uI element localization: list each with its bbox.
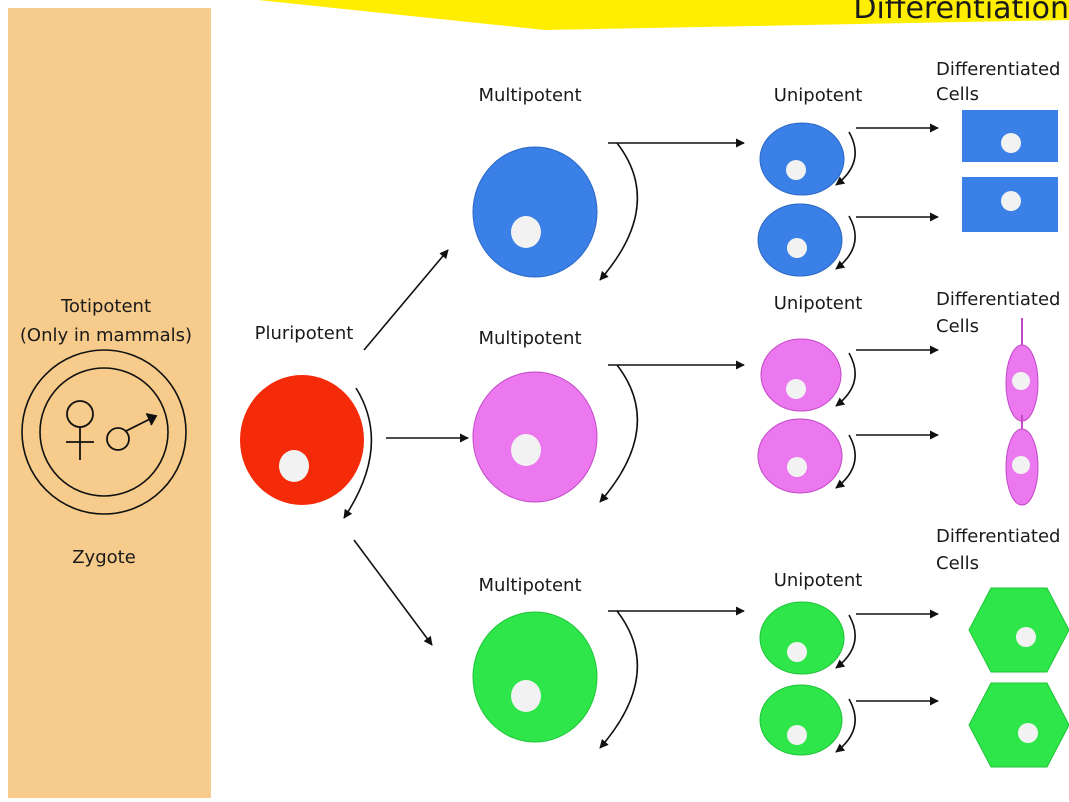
- pluripotent-nucleus: [279, 450, 309, 482]
- unipotent-cell: [760, 338, 842, 412]
- zygote-label: Zygote: [72, 547, 136, 568]
- unipotent-self-renewal-arrow: [835, 698, 856, 753]
- multipotent-nucleus: [511, 216, 541, 248]
- male-pronucleus-icon: [106, 413, 158, 451]
- totipotent-note: (Only in mammals): [20, 325, 192, 346]
- differentiated-label-line2: Cells: [936, 316, 979, 337]
- differentiated-label-line1: Differentiated: [936, 526, 1060, 547]
- differentiated-label-line2: Cells: [936, 84, 979, 105]
- lineage-green: Multipotent Unipotent Differentiated Cel…: [472, 526, 1069, 768]
- unipotent-self-renewal-arrow: [835, 614, 856, 669]
- differentiated-cell: [962, 110, 1058, 162]
- unipotent-self-renewal-arrow: [835, 131, 856, 186]
- pluripotent-cell-body: [240, 375, 364, 505]
- unipotent-cell: [759, 122, 845, 196]
- lineage-blue: Multipotent Unipotent Differentiated Cel…: [472, 59, 1060, 281]
- pluripotent-cell: [240, 375, 364, 505]
- unipotent-cell: [757, 203, 843, 277]
- differentiated-label-line1: Differentiated: [936, 59, 1060, 80]
- multipotent-nucleus: [511, 434, 541, 466]
- lineage-pink: Multipotent Unipotent Differentiated Cel…: [472, 289, 1060, 506]
- multipotent-label: Multipotent: [478, 328, 581, 349]
- totipotent-panel: [8, 8, 211, 798]
- pluripotent-self-renewal-arrow: [343, 387, 373, 519]
- differentiated-cell: [968, 587, 1069, 673]
- multipotent-self-renewal-arrow: [599, 142, 639, 281]
- unipotent-cell: [757, 418, 843, 494]
- differentiated-label-line1: Differentiated: [936, 289, 1060, 310]
- multipotent-cell: [472, 371, 598, 503]
- arrow-pluripotent-to-multipotent-blue: [363, 249, 449, 351]
- totipotent-label: Totipotent: [60, 296, 151, 317]
- title-banner: [258, 0, 1069, 30]
- differentiated-label-line2: Cells: [936, 553, 979, 574]
- unipotent-self-renewal-arrow: [835, 434, 856, 489]
- unipotent-label: Unipotent: [774, 293, 863, 314]
- multipotent-self-renewal-arrow: [599, 364, 639, 503]
- differentiated-cell: [968, 682, 1069, 768]
- differentiated-cell: [962, 177, 1058, 232]
- pluripotent-label: Pluripotent: [255, 323, 354, 344]
- unipotent-self-renewal-arrow: [835, 352, 856, 407]
- multipotent-nucleus: [511, 680, 541, 712]
- zygote-inner-membrane: [39, 367, 169, 497]
- multipotent-self-renewal-arrow: [599, 610, 639, 749]
- unipotent-self-renewal-arrow: [835, 215, 856, 270]
- unipotent-cell: [759, 684, 843, 756]
- multipotent-label: Multipotent: [478, 575, 581, 596]
- differentiated-cell: [1005, 318, 1039, 422]
- arrow-pluripotent-to-multipotent-green: [353, 539, 433, 646]
- unipotent-cell: [759, 601, 845, 675]
- differentiated-cell: [1005, 415, 1039, 506]
- unipotent-label: Unipotent: [774, 570, 863, 591]
- banner-title: Differentiation: [853, 0, 1069, 26]
- zygote-outer-membrane: [21, 349, 187, 515]
- multipotent-label: Multipotent: [478, 85, 581, 106]
- female-pronucleus-icon: [66, 400, 94, 460]
- multipotent-cell: [472, 146, 598, 278]
- unipotent-label: Unipotent: [774, 85, 863, 106]
- multipotent-cell: [472, 611, 598, 743]
- zygote: [21, 349, 187, 515]
